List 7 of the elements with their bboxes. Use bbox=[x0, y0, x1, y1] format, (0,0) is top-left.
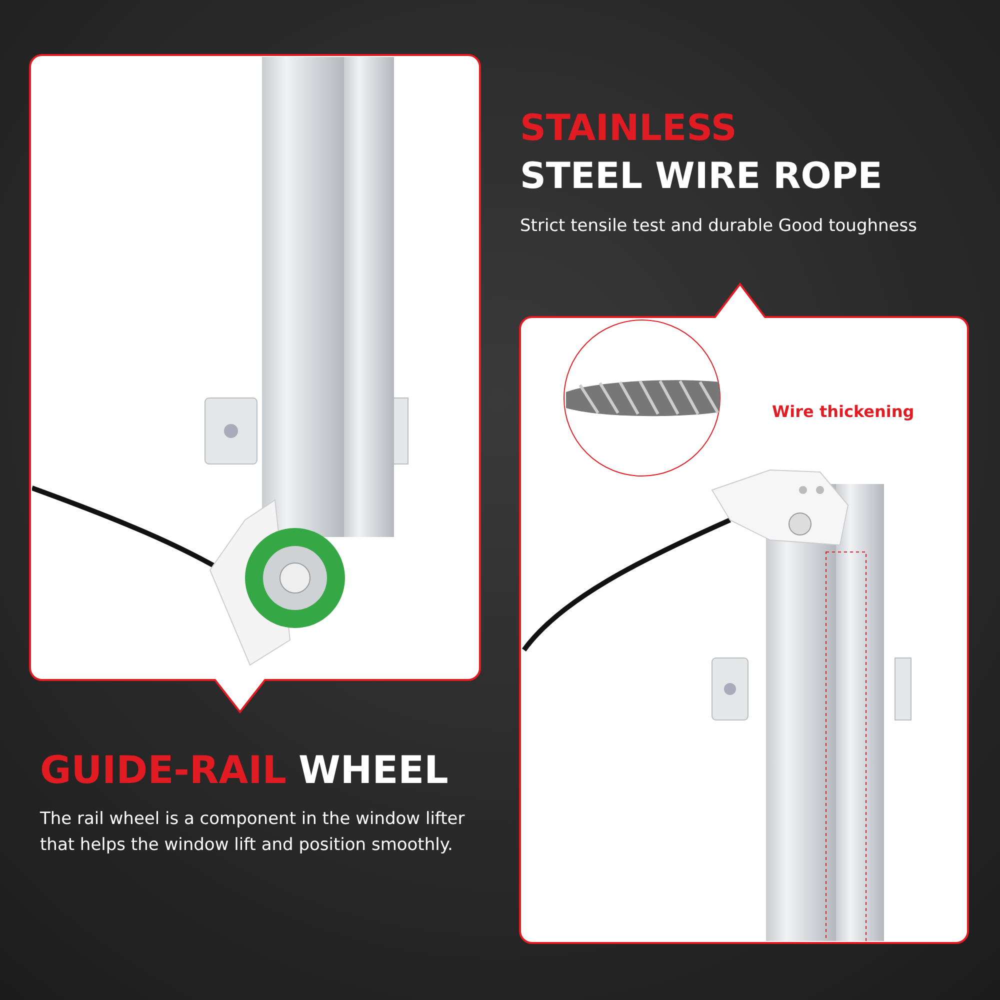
heading: STAINLESS bbox=[520, 108, 737, 149]
heading: STEEL WIRE ROPE bbox=[520, 156, 882, 197]
heading: WHEEL bbox=[298, 748, 448, 792]
subheading: Strict tensile test and durable Good toughness bbox=[520, 216, 917, 236]
description: The rail wheel is a component in the window lifter that helps the window lift and position smoothly. bbox=[40, 808, 466, 857]
callout-text: Wire thickening bbox=[772, 402, 914, 421]
heading: GUIDE-RAIL bbox=[40, 748, 286, 792]
